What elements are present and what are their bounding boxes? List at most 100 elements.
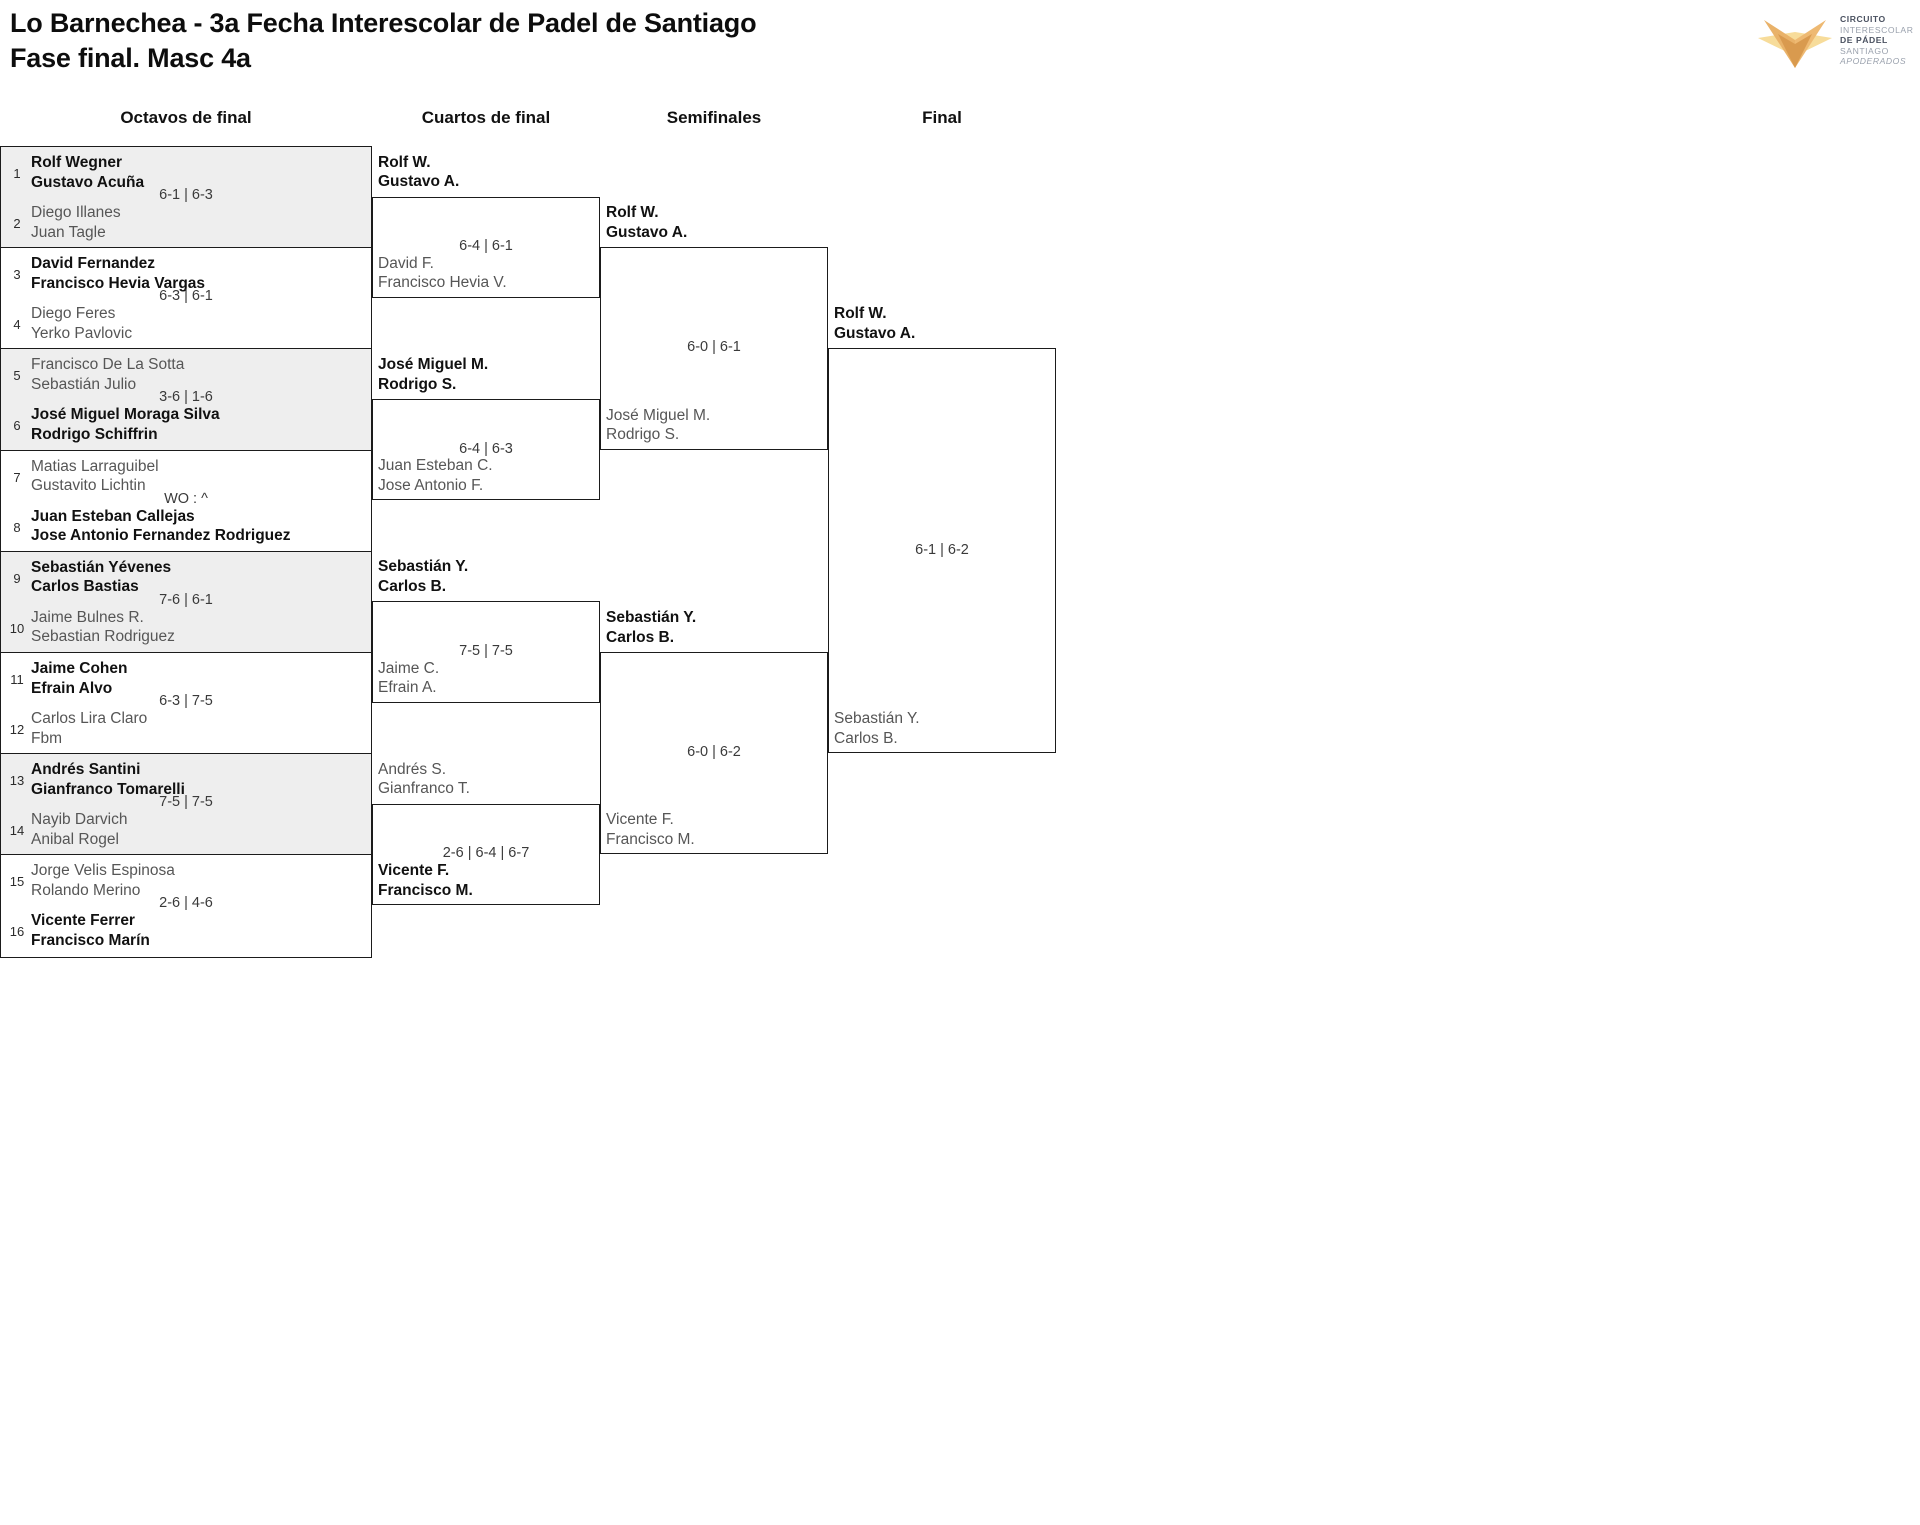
match-score: 2-6 | 4-6 <box>159 895 213 912</box>
seed-number: 4 <box>13 317 21 333</box>
final-match-box[interactable] <box>828 348 1056 754</box>
final-team-names: Rolf W.Gustavo A. <box>834 304 1052 343</box>
round-heading-semifinales: Semifinales <box>666 108 762 127</box>
player-name: Jorge Velis Espinosa <box>31 862 175 880</box>
player-name: Rolf W. <box>834 305 887 323</box>
player-name: Matias Larraguibel <box>31 457 159 475</box>
player-name: Carlos B. <box>378 577 447 595</box>
match-score: 6-0 | 6-1 <box>687 339 741 356</box>
cuartos-match-box[interactable] <box>372 601 600 703</box>
seed-number: 3 <box>13 267 21 283</box>
cuartos-team-names: Juan Esteban C.Jose Antonio F. <box>378 456 596 495</box>
match-score: 6-4 | 6-1 <box>459 238 513 255</box>
seed-number: 12 <box>9 721 25 737</box>
player-name: Gianfranco T. <box>378 780 470 798</box>
seed-number: 6 <box>13 418 21 434</box>
round-heading-final: Final <box>922 108 962 127</box>
cuartos-match-box[interactable] <box>372 803 600 905</box>
logo-mark-icon <box>1758 20 1832 68</box>
cuartos-team-names: Rolf W.Gustavo A. <box>378 153 596 192</box>
player-name: Sebastián Y. <box>606 609 697 626</box>
final-team-names: Sebastián Y.Carlos B. <box>834 709 1052 748</box>
player-name: Nayib Darvich <box>31 811 128 829</box>
cuartos-team-names: José Miguel M. Rodrigo S. <box>378 355 596 394</box>
seed-number: 14 <box>9 823 25 839</box>
player-name: Francisco M. <box>606 830 695 848</box>
cuartos-team-names: Jaime C.Efrain A. <box>378 659 596 698</box>
player-name: Rodrigo Schiffrin <box>31 425 158 443</box>
cuartos-team-names: Andrés S.Gianfranco T. <box>378 760 596 799</box>
player-name: Sebastian Rodriguez <box>31 628 175 646</box>
logo-line-1: CIRCUITO <box>1840 14 1886 24</box>
player-name: Rodrigo S. <box>378 375 457 393</box>
seed-number: 1 <box>13 166 21 181</box>
match-score: 6-3 | 7-5 <box>159 692 213 709</box>
player-name: Efrain A. <box>378 679 437 697</box>
semifinales-team-names: Rolf W.Gustavo A. <box>606 203 824 242</box>
semifinales-match-box[interactable] <box>600 247 828 450</box>
player-name: José Miguel Moraga Silva <box>31 406 220 424</box>
logo-line-3: DE PÁDEL <box>1840 35 1888 46</box>
player-name: David F. <box>378 254 434 272</box>
player-name: David Fernandez <box>31 255 156 273</box>
player-name: Francisco Hevia V. <box>378 274 507 292</box>
match-score: 7-6 | 6-1 <box>159 591 213 608</box>
seed-number: 8 <box>13 519 21 535</box>
cuartos-match-box[interactable] <box>372 399 600 501</box>
player-name: Sebastián Y. <box>378 558 469 576</box>
tournament-logo: CIRCUITO INTERESCOLAR DE PÁDEL SANTIAGO … <box>1756 8 1914 74</box>
player-name: Sebastián Julio <box>31 375 137 393</box>
match-score: 6-3 | 6-1 <box>159 288 213 305</box>
player-name: Diego Feres <box>31 305 116 323</box>
cuartos-team-names: David F. Francisco Hevia V. <box>378 254 596 293</box>
match-score: WO : ^ <box>164 490 208 507</box>
round-heading-octavos: Octavos de final <box>120 108 252 127</box>
player-name: José Miguel M. <box>378 356 489 373</box>
player-name: Anibal Rogel <box>31 830 119 848</box>
player-name: Juan Esteban Callejas <box>31 507 195 525</box>
match-score: 6-4 | 6-3 <box>459 440 513 457</box>
player-name: Rolando Merino <box>31 881 141 899</box>
seed-number: 5 <box>13 368 21 384</box>
player-name: Gustavito Lichtin <box>31 477 146 495</box>
cuartos-match-box[interactable] <box>372 196 600 298</box>
player-name: Juan Tagle <box>31 223 106 241</box>
player-name: Francisco Hevia Vargas <box>31 274 206 292</box>
semifinales-match-box[interactable] <box>600 652 828 855</box>
logo-line-2: INTERESCOLAR <box>1840 24 1914 35</box>
